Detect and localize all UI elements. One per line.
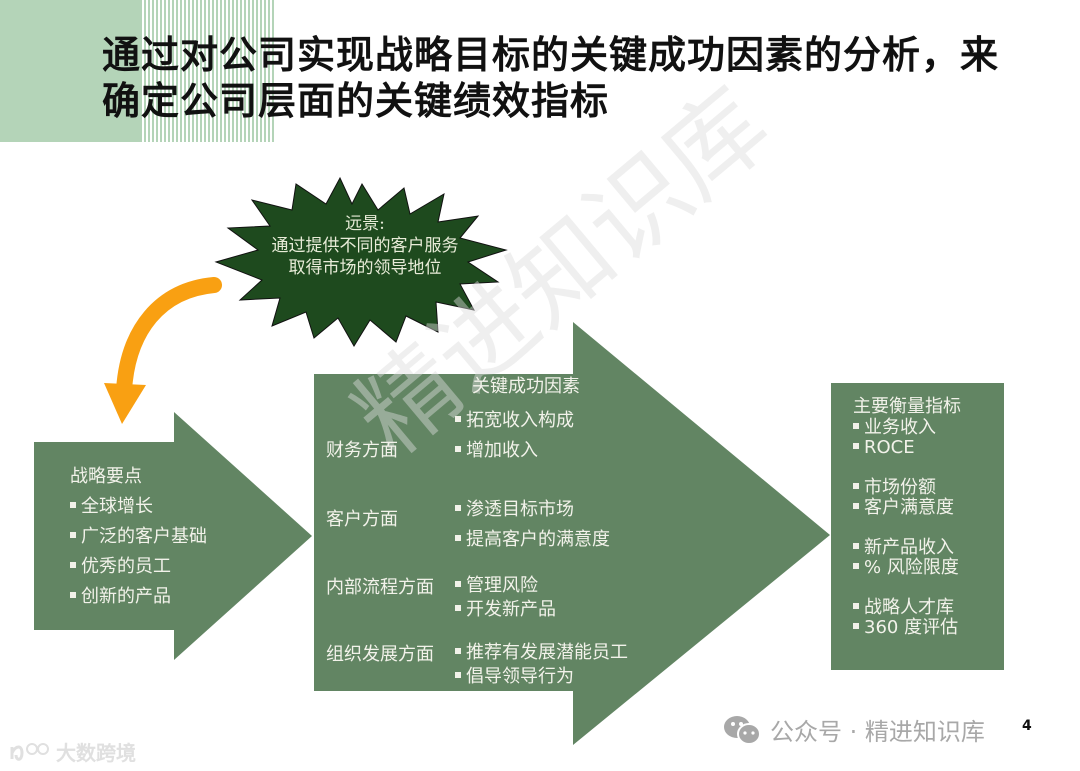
header-green-block: [0, 0, 140, 142]
kpi-item: 市场份额: [853, 477, 961, 499]
strategy-item: 全球增长: [70, 492, 207, 522]
brand-label: 大数跨境: [56, 741, 136, 765]
strategy-item: 广泛的客户基础: [70, 522, 207, 552]
vision-starburst: [214, 176, 508, 347]
header-stripes: [140, 0, 276, 142]
csf-item: 管理风险: [455, 571, 538, 597]
brand-logo-icon: [10, 742, 49, 761]
csf-item: 倡导领导行为: [455, 662, 574, 688]
dimension-process: 内部流程方面: [326, 577, 434, 598]
csf-item: 开发新产品: [455, 595, 556, 621]
csf-heading: 关键成功因素: [472, 376, 580, 397]
strategy-list: 战略要点 全球增长 广泛的客户基础 优秀的员工 创新的产品: [70, 462, 207, 612]
kpi-item: 战略人才库: [853, 597, 961, 619]
title-line-1: 通过对公司实现战略目标的关键成功因素的分析，来: [102, 32, 1000, 77]
vision-line-1: 通过提供不同的客户服务: [271, 236, 459, 256]
page-title: 通过对公司实现战略目标的关键成功因素的分析，来 确定公司层面的关键绩效指标: [102, 32, 1062, 124]
title-line-2: 确定公司层面的关键绩效指标: [102, 78, 610, 123]
csf-item: 增加收入: [455, 436, 538, 462]
kpi-heading: 主要衡量指标: [853, 396, 961, 417]
strategy-item: 优秀的员工: [70, 552, 207, 582]
dimension-finance: 财务方面: [326, 440, 398, 461]
strategy-heading: 战略要点: [70, 466, 142, 487]
dimension-customer: 客户方面: [326, 509, 398, 530]
kpi-item: % 风险限度: [853, 557, 961, 579]
csf-item: 提高客户的满意度: [455, 525, 610, 551]
brand-footer: 大数跨境: [8, 737, 136, 766]
strategy-item: 创新的产品: [70, 582, 207, 612]
vision-line-2: 取得市场的领导地位: [288, 258, 442, 278]
csf-item: 渗透目标市场: [455, 495, 574, 521]
page-number: 4: [1022, 718, 1032, 734]
wechat-footer: 公众号 · 精进知识库: [722, 712, 985, 747]
kpi-item: 新产品收入: [853, 537, 961, 559]
curved-arrow-head: [104, 383, 146, 424]
kpi-item: 360 度评估: [853, 617, 961, 639]
dimension-organization: 组织发展方面: [326, 644, 434, 665]
kpi-item: ROCE: [853, 437, 961, 459]
vision-label: 远景:: [345, 214, 385, 234]
kpi-item: 客户满意度: [853, 497, 961, 519]
wechat-icon: [724, 715, 761, 745]
wechat-account-label: 公众号 · 精进知识库: [770, 718, 985, 746]
kpi-item: 业务收入: [853, 417, 961, 439]
csf-item: 拓宽收入构成: [455, 406, 574, 432]
kpi-list: 主要衡量指标 业务收入 ROCE 市场份额 客户满意度 新产品收入 % 风险限度…: [853, 396, 961, 639]
csf-item: 推荐有发展潜能员工: [455, 638, 628, 664]
vision-text: 远景: 通过提供不同的客户服务 取得市场的领导地位: [245, 213, 485, 279]
curved-arrow: [116, 277, 222, 398]
